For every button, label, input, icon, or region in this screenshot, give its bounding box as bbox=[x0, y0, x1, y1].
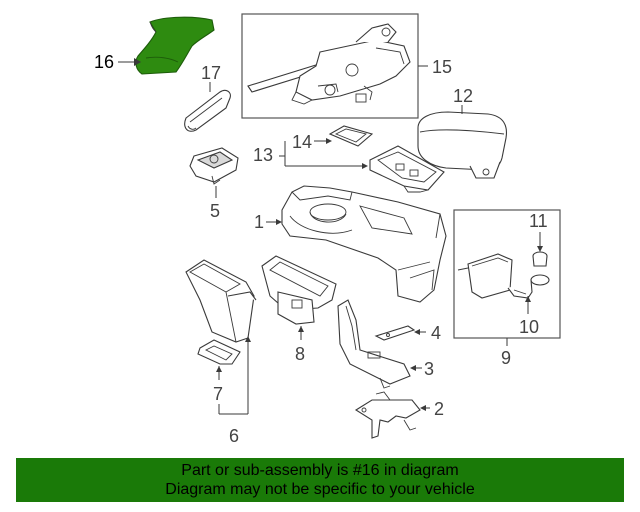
part-7-trim-piece[interactable] bbox=[197, 339, 241, 365]
part-16-shift-boot[interactable] bbox=[135, 16, 215, 75]
svg-text:8: 8 bbox=[295, 344, 305, 364]
svg-text:15: 15 bbox=[432, 57, 452, 77]
part-14-cover[interactable] bbox=[328, 125, 374, 147]
callout-6: 6 bbox=[218, 336, 251, 446]
svg-text:5: 5 bbox=[210, 201, 220, 221]
svg-text:12: 12 bbox=[453, 86, 473, 106]
svg-text:3: 3 bbox=[424, 359, 434, 379]
info-banner: Part or sub-assembly is #16 in diagram D… bbox=[16, 458, 624, 502]
callout-9: 9 bbox=[501, 338, 511, 368]
part-15-parking-brake-assembly[interactable] bbox=[241, 13, 419, 119]
svg-text:17: 17 bbox=[201, 63, 221, 83]
callout-17: 17 bbox=[201, 63, 221, 92]
part-17-lever-cover[interactable] bbox=[184, 89, 231, 132]
svg-text:11: 11 bbox=[529, 211, 548, 231]
callout-14: 14 bbox=[292, 132, 332, 152]
part-2-lower-bracket[interactable] bbox=[354, 391, 421, 439]
callout-2: 2 bbox=[420, 399, 444, 419]
part-10-power-outlet[interactable] bbox=[507, 274, 550, 299]
part-1-center-console[interactable] bbox=[281, 185, 447, 303]
callout-11: 11 bbox=[529, 211, 548, 252]
svg-text:6: 6 bbox=[229, 426, 239, 446]
svg-text:1: 1 bbox=[254, 212, 264, 232]
callout-12: 12 bbox=[453, 86, 473, 114]
banner-line-2: Diagram may not be specific to your vehi… bbox=[165, 481, 475, 498]
svg-text:4: 4 bbox=[431, 323, 441, 343]
callout-15: 15 bbox=[418, 57, 452, 77]
svg-text:7: 7 bbox=[213, 384, 223, 404]
callout-5: 5 bbox=[210, 186, 220, 221]
callout-4: 4 bbox=[414, 323, 441, 343]
banner-line-1: Part or sub-assembly is #16 in diagram bbox=[181, 462, 459, 479]
part-6-storage-bin[interactable] bbox=[185, 259, 257, 343]
svg-text:2: 2 bbox=[434, 399, 444, 419]
part-4-clip[interactable] bbox=[374, 325, 416, 341]
callout-7: 7 bbox=[213, 366, 223, 404]
callout-1: 1 bbox=[254, 212, 282, 232]
svg-text:9: 9 bbox=[501, 348, 511, 368]
callout-8: 8 bbox=[295, 326, 305, 364]
parts-diagram: 16 17 15 12 bbox=[94, 13, 561, 446]
part-3-bracket[interactable] bbox=[337, 299, 411, 389]
svg-text:16: 16 bbox=[94, 52, 114, 72]
callout-13: 13 bbox=[253, 141, 368, 169]
svg-text:13: 13 bbox=[253, 145, 273, 165]
callout-10: 10 bbox=[519, 296, 539, 337]
callout-16: 16 bbox=[94, 52, 141, 72]
callout-3: 3 bbox=[410, 359, 434, 379]
part-12-armrest[interactable] bbox=[417, 111, 508, 179]
part-11-socket[interactable] bbox=[532, 251, 548, 267]
svg-text:10: 10 bbox=[519, 317, 539, 337]
part-5-switch[interactable] bbox=[189, 147, 239, 185]
svg-text:14: 14 bbox=[292, 132, 312, 152]
part-13-console-panel[interactable] bbox=[369, 145, 445, 193]
part-8-tray[interactable] bbox=[261, 255, 337, 325]
